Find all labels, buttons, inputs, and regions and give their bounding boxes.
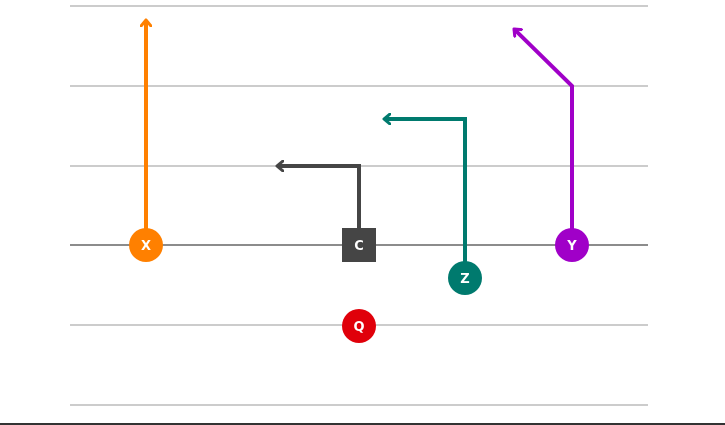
center-route	[277, 166, 361, 245]
player-x-marker	[129, 228, 163, 262]
player-y: Y	[555, 228, 589, 262]
y-route	[514, 29, 574, 245]
player-q: Q	[342, 309, 376, 343]
player-y-marker	[555, 228, 589, 262]
player-z-label: Z	[460, 272, 469, 287]
player-x: X	[129, 228, 163, 262]
player-z: Z	[448, 261, 482, 295]
player-c-marker	[342, 228, 376, 262]
routes	[146, 20, 574, 278]
player-c-label: C	[354, 239, 364, 254]
player-q-marker	[342, 309, 376, 343]
bottom-border	[0, 423, 725, 425]
player-x-label: X	[141, 239, 151, 254]
player-z-marker	[448, 261, 482, 295]
player-y-label: Y	[566, 239, 577, 254]
player-c: C	[342, 228, 376, 262]
z-route	[384, 119, 467, 278]
player-q-label: Q	[353, 320, 364, 335]
